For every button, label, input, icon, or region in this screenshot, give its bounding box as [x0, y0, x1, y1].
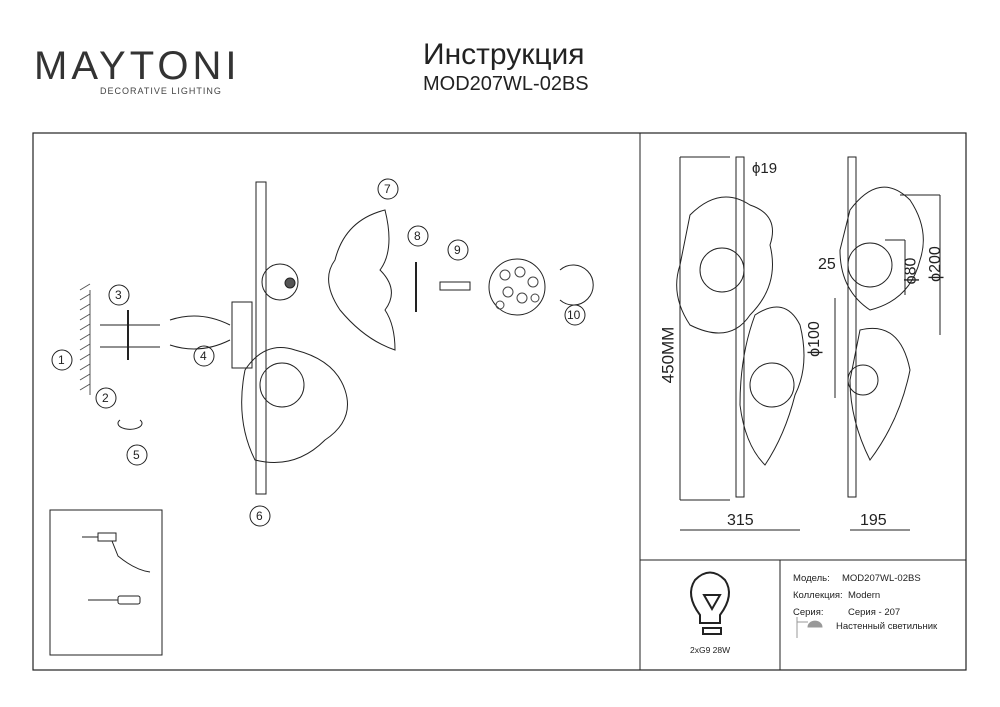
dim-height: 450MM [658, 326, 678, 384]
wall-icon [79, 283, 91, 395]
dim-small-diameter: ϕ80 [902, 257, 920, 285]
model-number: MOD207WL-02BS [423, 73, 589, 95]
callout-6: 6 [256, 509, 263, 523]
drill-icon [82, 532, 151, 573]
collection-value: Modern [848, 590, 881, 601]
tools-box [49, 509, 163, 656]
front-view [676, 156, 805, 531]
dim-base-diameter: ϕ100 [805, 321, 823, 357]
callout-1: 1 [58, 353, 65, 367]
callout-markers [51, 178, 586, 527]
petal-shade-lower [241, 347, 348, 463]
callout-8: 8 [414, 229, 421, 243]
model-label: Модель: [793, 573, 830, 584]
callout-10: 10 [567, 308, 581, 322]
callout-3: 3 [115, 288, 122, 302]
wall-plate [231, 301, 253, 369]
collection-label: Коллекция: [793, 590, 843, 601]
lamp-type: Настенный светильник [836, 621, 938, 632]
dim-rod-diameter: ϕ19 [752, 160, 778, 177]
brand-tagline: DECORATIVE LIGHTING [100, 86, 222, 96]
dim-offset: 25 [818, 256, 836, 273]
brand-logo: MAYTONI [34, 44, 241, 88]
rotate-arrow-icon [117, 419, 143, 430]
bulb-9 [439, 281, 471, 291]
screwdriver-icon [88, 595, 141, 605]
dim-depth: 195 [860, 512, 887, 529]
bulb-spec: 2xG9 28W [690, 645, 731, 655]
model-value: MOD207WL-02BS [842, 573, 921, 584]
callout-9: 9 [454, 243, 461, 257]
lamp-rod [255, 181, 267, 495]
dim-large-diameter: ϕ200 [926, 246, 944, 282]
bulb-holder-top [261, 263, 299, 301]
wires [169, 315, 231, 350]
rotate-arrow-icon [559, 264, 594, 306]
wall-lamp-icon [796, 617, 823, 638]
callout-5: 5 [133, 448, 140, 462]
callout-2: 2 [102, 391, 109, 405]
petal-shade-upper [328, 209, 396, 351]
side-view [834, 156, 941, 531]
callout-7: 7 [384, 182, 391, 196]
series-label: Серия: [793, 607, 824, 618]
lightbulb-icon [690, 571, 730, 635]
dim-width: 315 [727, 512, 754, 529]
glass-diffuser [488, 258, 546, 316]
screws [100, 324, 160, 348]
outer-frame [32, 132, 967, 671]
series-value: Серия - 207 [848, 607, 901, 618]
callout-4: 4 [200, 349, 207, 363]
page-title: Инструкция [423, 38, 585, 71]
bulb-holder-bottom [259, 362, 305, 408]
